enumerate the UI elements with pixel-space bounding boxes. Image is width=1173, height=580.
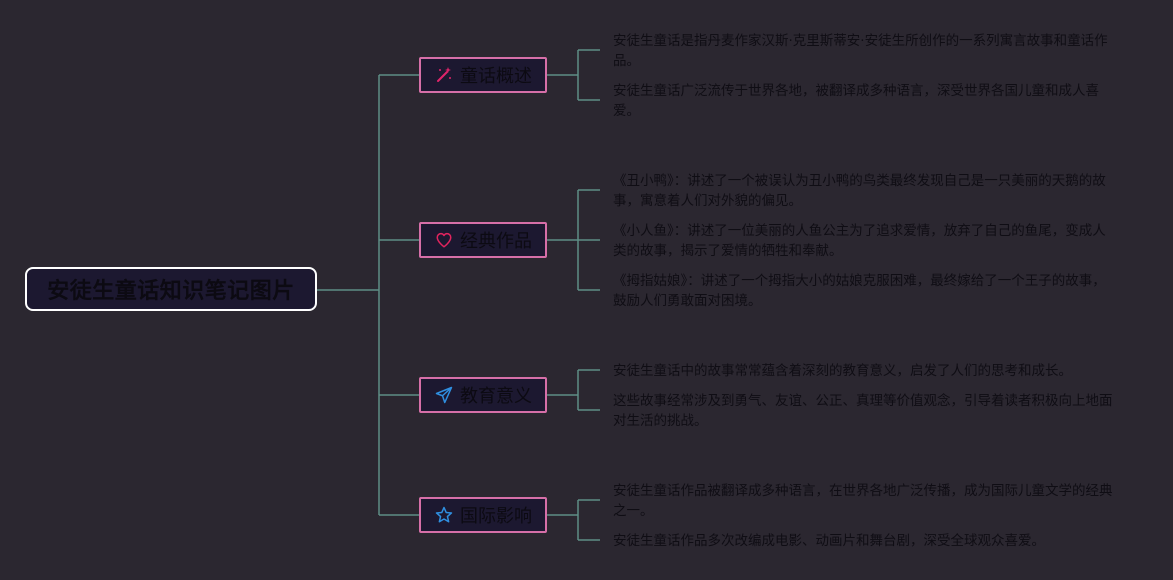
- leaf-text: 《拇指姑娘》：讲述了一个拇指大小的姑娘克服困难，最终嫁给了一个王子的故事，鼓励人…: [613, 273, 1106, 309]
- leaf-text: 安徒生童话作品被翻译成多种语言，在世界各地广泛传播，成为国际儿童文学的经典之一。: [613, 483, 1113, 519]
- branch-label: 童话概述: [460, 66, 532, 87]
- leaf-connector-1: [547, 49, 600, 101]
- branch-label: 经典作品: [460, 231, 532, 252]
- branch-node-influence[interactable]: 国际影响: [419, 497, 547, 533]
- branch-node-overview[interactable]: 童话概述: [419, 57, 547, 93]
- leaf-connector-2: [547, 189, 600, 291]
- leaf-text: 这些故事经常涉及到勇气、友谊、公正、真理等价值观念，引导着读者积极向上地面对生活…: [613, 393, 1113, 429]
- branch-label: 国际影响: [460, 506, 532, 527]
- leaf-text: 安徒生童话中的故事常常蕴含着深刻的教育意义，启发了人们的思考和成长。: [613, 363, 1072, 379]
- star-icon: [434, 505, 454, 525]
- leaf-text: 安徒生童话作品多次改编成电影、动画片和舞台剧，深受全球观众喜爱。: [613, 533, 1045, 549]
- magic-wand-icon: [434, 65, 454, 85]
- branch-label: 教育意义: [460, 386, 532, 407]
- leaf-text: 《丑小鸭》：讲述了一个被误认为丑小鸭的鸟类最终发现自己是一只美丽的天鹅的故事，寓…: [613, 173, 1106, 209]
- branch-node-classics[interactable]: 经典作品: [419, 222, 547, 258]
- leaf-text: 安徒生童话是指丹麦作家汉斯·克里斯蒂安·安徒生所创作的一系列寓言故事和童话作品。: [613, 33, 1108, 69]
- heart-icon: [434, 230, 454, 250]
- leaf-text: 《小人鱼》：讲述了一位美丽的人鱼公主为了追求爱情，放弃了自己的鱼尾，变成人类的故…: [613, 223, 1106, 259]
- paper-plane-icon: [434, 385, 454, 405]
- root-title: 安徒生童话知识笔记图片: [47, 279, 295, 304]
- leaf-connector-3: [547, 369, 600, 411]
- branch-node-education[interactable]: 教育意义: [419, 377, 547, 413]
- leaf-text: 安徒生童话广泛流传于世界各地，被翻译成多种语言，深受世界各国儿童和成人喜爱。: [613, 83, 1099, 119]
- leaf-connector-4: [547, 499, 600, 541]
- root-node[interactable]: 安徒生童话知识笔记图片: [25, 267, 317, 311]
